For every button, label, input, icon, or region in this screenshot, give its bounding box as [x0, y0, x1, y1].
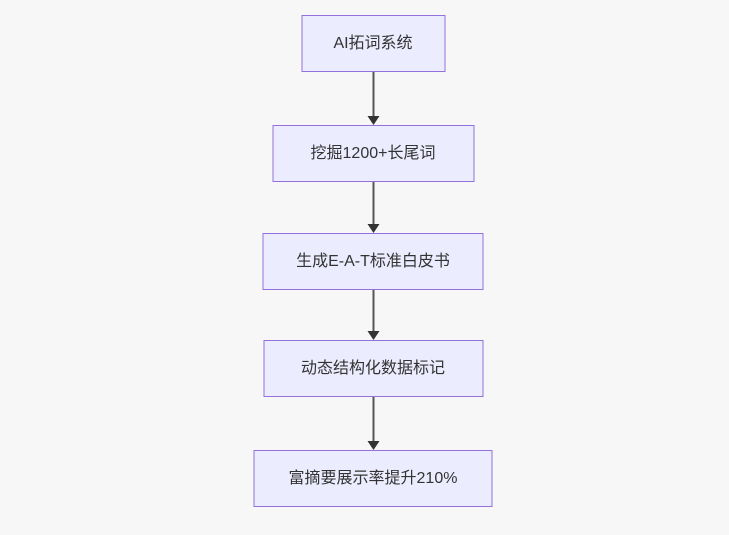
arrowhead-down-icon	[367, 441, 379, 450]
arrow-line	[372, 290, 374, 332]
flow-node-4: 动态结构化数据标记	[263, 340, 483, 397]
flow-node-3-label: 生成E-A-T标准白皮书	[296, 252, 450, 270]
arrowhead-down-icon	[367, 116, 379, 125]
flow-node-3: 生成E-A-T标准白皮书	[262, 233, 484, 290]
arrowhead-down-icon	[367, 331, 379, 340]
flow-node-4-label: 动态结构化数据标记	[300, 359, 445, 377]
flow-node-1: AI拓词系统	[301, 15, 445, 72]
arrow-line	[372, 72, 374, 117]
arrowhead-down-icon	[367, 224, 379, 233]
flowchart-column: AI拓词系统 挖掘1200+长尾词 生成E-A-T标准白皮书 动态结构化数据标记	[253, 15, 493, 507]
arrow-line	[372, 182, 374, 225]
flow-node-5: 富摘要展示率提升210%	[253, 450, 493, 507]
flow-node-2-label: 挖掘1200+长尾词	[310, 144, 436, 162]
flow-edge-3	[367, 290, 379, 340]
flow-node-5-label: 富摘要展示率提升210%	[288, 469, 458, 487]
arrow-line	[372, 397, 374, 442]
flow-node-2: 挖掘1200+长尾词	[272, 125, 474, 182]
flow-node-1-label: AI拓词系统	[333, 34, 413, 52]
flow-edge-4	[367, 397, 379, 450]
flow-edge-2	[367, 182, 379, 233]
flow-edge-1	[367, 72, 379, 125]
